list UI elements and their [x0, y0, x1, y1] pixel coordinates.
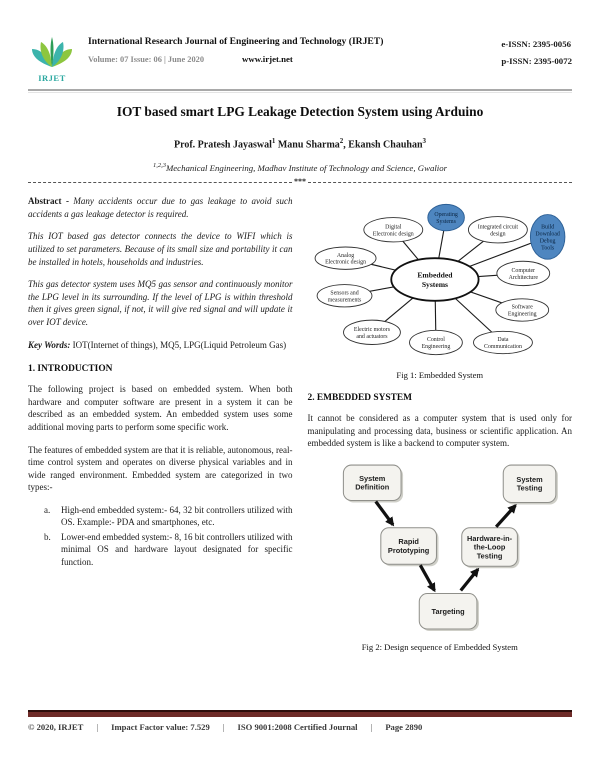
p-issn: p-ISSN: 2395-0072	[501, 55, 572, 66]
author-2: Manu Sharma	[275, 139, 340, 151]
footer-text-row: © 2020, IRJET | Impact Factor value: 7.5…	[28, 722, 572, 732]
embedded-system-heading: 2. EMBEDDED SYSTEM	[307, 393, 412, 404]
page-footer: © 2020, IRJET | Impact Factor value: 7.5…	[28, 710, 572, 732]
footer-pipe-1: |	[96, 722, 99, 732]
footer-copyright: © 2020, IRJET	[28, 722, 84, 732]
author-3-sup: 3	[422, 137, 427, 145]
section-separator: ***	[28, 177, 572, 187]
footer-impact-factor: Impact Factor value: 7.529	[111, 722, 210, 732]
fig2-caption: Fig 2: Design sequence of Embedded Syste…	[361, 642, 518, 653]
list-item-a-text: High-end embedded system:- 64, 32 bit co…	[61, 504, 293, 528]
abstract-paragraph-1: Abstract - Many accidents occur due to g…	[28, 196, 293, 219]
abstract-paragraph-3: This gas detector system uses MQ5 gas se…	[28, 279, 293, 327]
issn-block: e-ISSN: 2395-0056 p-ISSN: 2395-0072	[501, 36, 572, 69]
list-item-a-marker: a.	[44, 504, 51, 515]
introduction-heading: 1. INTRODUCTION	[28, 364, 113, 375]
volume-issue: Volume: 07 Issue: 06 | June 2020	[88, 55, 205, 64]
body-columns: Abstract - Many accidents occur due to g…	[0, 187, 600, 654]
affiliation-sup: 1,2,3	[152, 162, 166, 170]
journal-title: International Research Journal of Engine…	[88, 36, 384, 47]
embedded-system-paragraph: It cannot be considered as a computer sy…	[307, 413, 573, 449]
header-center: International Research Journal of Engine…	[88, 36, 493, 64]
list-item-a: a. High-end embedded system:- 64, 32 bit…	[44, 504, 293, 529]
abstract-paragraph-2: This IOT based gas detector connects the…	[28, 231, 293, 267]
embedded-types-list: a. High-end embedded system:- 64, 32 bit…	[44, 504, 293, 568]
footer-pipe-3: |	[370, 722, 373, 732]
footer-bar	[28, 710, 572, 717]
journal-header: IRJET International Research Journal of …	[0, 0, 600, 83]
separator-dash-left	[28, 182, 292, 184]
author-1-sup: 1	[271, 137, 276, 145]
keywords-line: Key Words: IOT(Internet of things), MQ5,…	[28, 339, 293, 352]
journal-website: www.irjet.net	[242, 54, 293, 64]
author-3: , Ekansh Chauhan	[343, 139, 423, 151]
author-1: Prof. Pratesh Jayaswal	[173, 139, 272, 151]
affiliation-text: Mechanical Engineering, Madhav Institute…	[165, 163, 448, 174]
separator-dash-right	[308, 182, 572, 184]
svg-text:Targeting: Targeting	[432, 607, 466, 616]
introduction-paragraph-1: The following project is based on embedd…	[28, 384, 293, 432]
introduction-paragraph-2: The features of embedded system are that…	[28, 444, 293, 493]
footer-iso: ISO 9001:2008 Certified Journal	[237, 722, 358, 732]
footer-pipe-2: |	[222, 722, 225, 732]
title-block: IOT based smart LPG Leakage Detection Sy…	[0, 104, 600, 173]
list-item-b-marker: b.	[44, 531, 51, 542]
left-column: Abstract - Many accidents occur due to g…	[28, 195, 293, 654]
keywords-text: IOT(Internet of things), MQ5, LPG(Liquid…	[72, 339, 287, 350]
separator-stars: ***	[294, 177, 306, 187]
list-item-b-text: Lower-end embedded system:- 8, 16 bit co…	[61, 531, 293, 567]
header-subline: Volume: 07 Issue: 06 | June 2020 www.irj…	[88, 54, 493, 64]
list-item-b: b. Lower-end embedded system:- 8, 16 bit…	[44, 531, 293, 568]
authors-line: Prof. Pratesh Jayaswal1 Manu Sharma2, Ek…	[40, 137, 560, 150]
keywords-label: Key Words:	[28, 339, 71, 350]
footer-page-number: Page 2890	[385, 722, 423, 732]
abstract-label: Abstract -	[28, 196, 69, 207]
affiliation: 1,2,3Mechanical Engineering, Madhav Inst…	[40, 162, 560, 173]
author-2-sup: 2	[339, 137, 344, 145]
paper-title: IOT based smart LPG Leakage Detection Sy…	[116, 104, 484, 119]
e-issn: e-ISSN: 2395-0056	[501, 39, 571, 49]
header-rule	[28, 89, 572, 93]
fig1-caption: Fig 1: Embedded System	[396, 370, 484, 381]
logo-wordmark: IRJET	[38, 73, 66, 83]
irjet-logo: IRJET	[28, 36, 76, 83]
irjet-leaf-icon	[32, 37, 72, 67]
